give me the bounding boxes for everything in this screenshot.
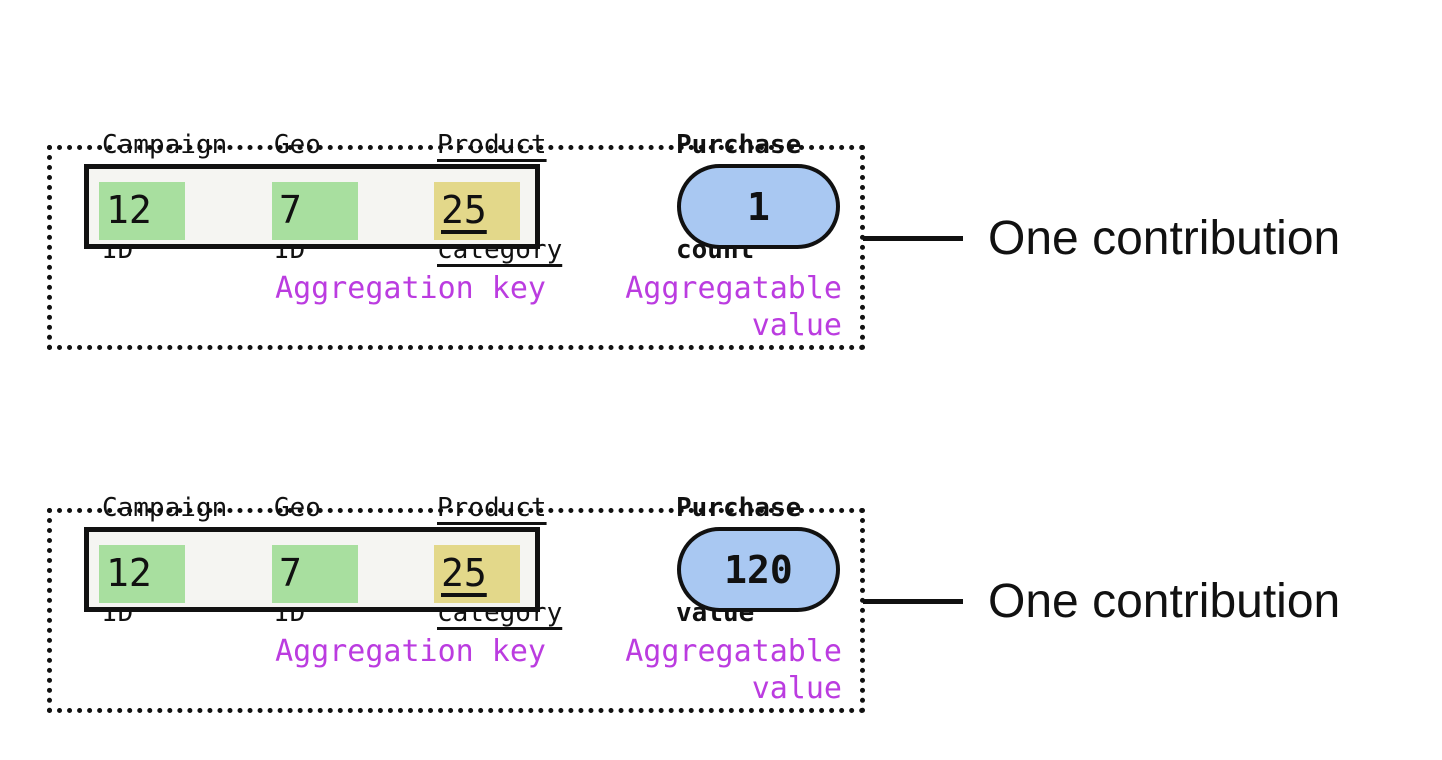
- cell-geo-id: 7: [272, 545, 358, 603]
- connector-line: [863, 236, 963, 241]
- report-row: 12 7 25: [84, 527, 540, 612]
- cell-campaign-id: 12: [99, 545, 185, 603]
- aggregatable-value-pill: 120: [677, 527, 840, 612]
- label-line: Aggregatable: [625, 271, 842, 306]
- contribution-section-purchase-value: Campaign ID Geo ID Product category Purc…: [0, 421, 1442, 760]
- cell-geo-id: 7: [272, 182, 358, 240]
- cell-product-category: 25: [434, 545, 520, 603]
- label-line: value: [751, 671, 842, 706]
- label-line: value: [751, 308, 842, 343]
- cell-value: 7: [279, 551, 302, 595]
- pill-value: 1: [747, 184, 770, 229]
- aggregation-key-label: Aggregation key: [275, 634, 546, 669]
- connector-line: [863, 599, 963, 604]
- aggregatable-value-pill: 1: [677, 164, 840, 249]
- aggregation-key-label: Aggregation key: [275, 271, 546, 306]
- one-contribution-annotation: One contribution: [988, 575, 1341, 628]
- cell-value: 25: [441, 551, 487, 595]
- cell-value: 25: [441, 188, 487, 232]
- cell-product-category: 25: [434, 182, 520, 240]
- one-contribution-annotation: One contribution: [988, 212, 1341, 265]
- contribution-boundary: 12 7 25 1 Aggregation key Aggregatable v…: [47, 145, 865, 350]
- aggregatable-value-label: Aggregatable value: [552, 270, 842, 344]
- cell-value: 12: [106, 551, 152, 595]
- contribution-section-purchase-count: Campaign ID Geo ID Product category Purc…: [0, 58, 1442, 398]
- cell-value: 12: [106, 188, 152, 232]
- contribution-boundary: 12 7 25 120 Aggregation key Aggregatable…: [47, 508, 865, 713]
- aggregatable-value-label: Aggregatable value: [552, 633, 842, 707]
- cell-campaign-id: 12: [99, 182, 185, 240]
- pill-value: 120: [724, 547, 793, 592]
- cell-value: 7: [279, 188, 302, 232]
- label-line: Aggregatable: [625, 634, 842, 669]
- report-row: 12 7 25: [84, 164, 540, 249]
